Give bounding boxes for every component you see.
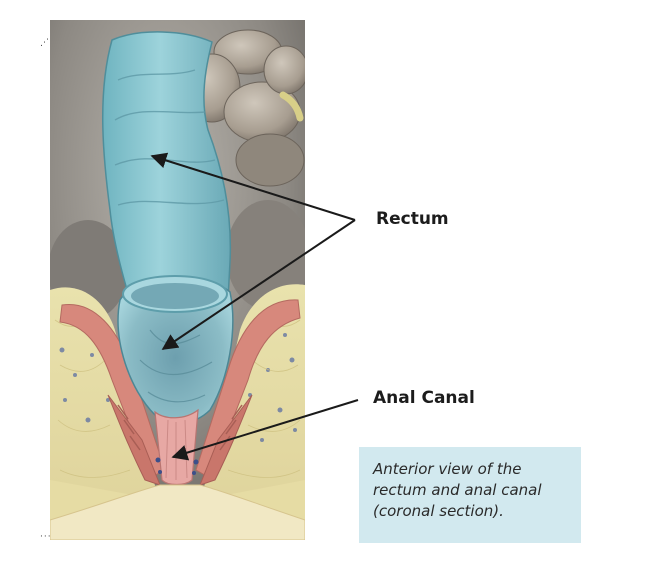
anal-canal-label: Anal Canal bbox=[373, 388, 475, 408]
right-levator-ani bbox=[195, 299, 301, 479]
rectum-arrow-upper bbox=[150, 152, 356, 221]
rectum-label: Rectum bbox=[376, 209, 449, 229]
right-ischioanal-fat bbox=[200, 284, 305, 540]
left-ischioanal-fat bbox=[50, 287, 160, 540]
ampulla-opening bbox=[131, 283, 219, 309]
rectum-arrow-lower bbox=[161, 219, 356, 350]
right-peritoneum bbox=[226, 200, 305, 310]
caption-line: (coronal section). bbox=[373, 502, 504, 520]
left-levator-ani bbox=[59, 303, 166, 479]
label-arrows bbox=[150, 152, 359, 461]
caption-line: Anterior view of the bbox=[373, 460, 522, 478]
corner-marker-icon: ··· bbox=[40, 532, 52, 542]
caption-box: Anterior view of the rectum and anal can… bbox=[359, 447, 581, 543]
caption-line: rectum and anal canal bbox=[373, 481, 542, 499]
perianal-skin bbox=[50, 484, 305, 540]
anal-veins bbox=[155, 457, 199, 475]
corner-marker-icon: ⋰ bbox=[40, 38, 50, 48]
intestine-loops bbox=[183, 29, 305, 187]
anal-canal-arrow bbox=[171, 399, 359, 461]
